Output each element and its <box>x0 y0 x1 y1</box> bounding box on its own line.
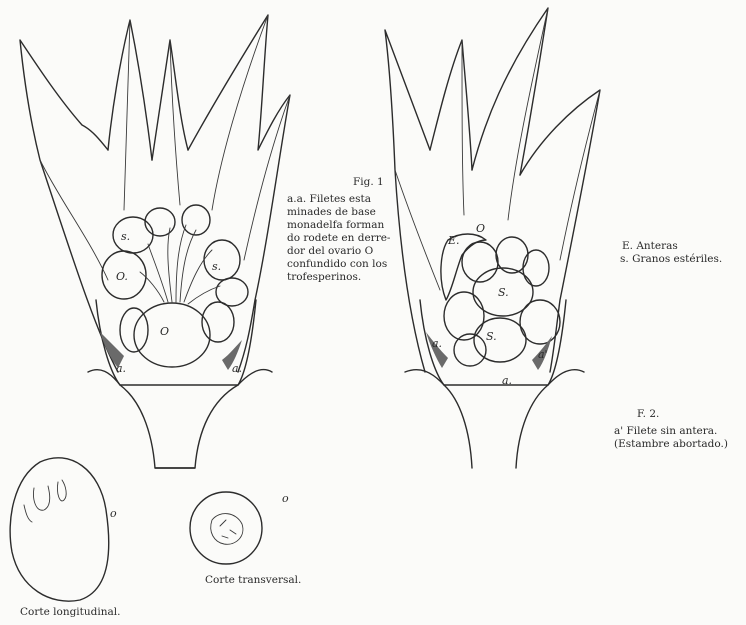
fig2-label-s1: S. <box>498 286 509 299</box>
fig1-sepal-right <box>188 15 290 372</box>
fig2-label-e: E. <box>447 234 460 247</box>
fig2-sepal-right <box>520 90 600 372</box>
fig2-grain-7 <box>520 300 560 344</box>
fig2-caption-line-2: (Estambre abortado.) <box>614 438 728 451</box>
fig1-vein-5 <box>170 40 180 205</box>
fig1-grain-5 <box>204 240 240 280</box>
fig2-legend-line-2: s. Granos estériles. <box>620 253 722 266</box>
fig2-caption: a' Filete sin antera. (Estambre abortado… <box>614 425 728 451</box>
fig2-pedicel <box>444 385 548 468</box>
fig2-grain-3 <box>523 250 549 286</box>
fig1-caption-line-4: do rodete en derre- <box>287 232 405 245</box>
fig2-label-s2: S. <box>486 330 497 343</box>
fig1-grain-2 <box>145 208 175 236</box>
fig1-vein-2 <box>124 20 130 210</box>
fig1-ovary <box>134 303 210 367</box>
fig2-caption-line-1: a' Filete sin antera. <box>614 425 728 438</box>
figure2-drawing: E. O S. S. a. a. a' <box>385 8 600 468</box>
fig2-legend: E. Anteras s. Granos estériles. <box>620 240 722 266</box>
fig1-caption-line-7: trofesperinos. <box>287 271 405 284</box>
figure1-drawing: s. s. O. O a. a. <box>20 15 290 468</box>
longitudinal-mark-1 <box>33 486 49 510</box>
fig1-caption: a.a. Filetes esta minades de base monade… <box>287 193 405 284</box>
transversal-inner <box>211 514 243 545</box>
fig1-label-o2: O <box>160 325 169 338</box>
fig2-cup-rim <box>405 370 584 385</box>
fig1-pedicel <box>120 385 238 468</box>
fig1-filaments <box>140 225 220 304</box>
fig1-caption-line-5: dor del ovario O <box>287 245 405 258</box>
fig2-label-a1: a. <box>432 337 442 350</box>
fig2-grain-5 <box>444 292 484 340</box>
fig1-grain-1 <box>113 217 153 253</box>
fig1-vein-3 <box>212 15 268 210</box>
fig1-label-o: O. <box>116 270 128 283</box>
fig2-legend-line-1: E. Anteras <box>620 240 722 253</box>
longitudinal-label: Corte longitudinal. <box>20 606 120 619</box>
fig1-sepal-left <box>20 40 118 372</box>
transversal-o-mark: o <box>282 492 289 505</box>
longitudinal-outline <box>10 458 109 601</box>
fig1-caption-line-3: monadelfa forman <box>287 219 405 232</box>
fig2-sepal-mid-left <box>430 40 472 170</box>
fig1-caption-line-6: confundido con los <box>287 258 405 271</box>
fig2-title: F. 2. <box>637 408 659 421</box>
fig2-label-o: O <box>476 222 485 235</box>
fig1-label-a2: a. <box>232 362 242 375</box>
longitudinal-o-mark: o <box>110 507 117 520</box>
fig2-label-a2: a. <box>502 374 512 387</box>
fig1-caption-line-1: a.a. Filetes esta <box>287 193 405 206</box>
fig2-vein-4 <box>560 90 600 260</box>
fig1-sepal-center <box>152 40 188 160</box>
transversal-outline <box>190 492 262 564</box>
longitudinal-section: o <box>10 458 117 601</box>
fig1-label-s1: s. <box>121 230 130 243</box>
fig1-label-s2: s. <box>212 260 221 273</box>
fig1-label-a1: a. <box>116 362 126 375</box>
longitudinal-mark-3 <box>24 505 32 522</box>
transversal-marks <box>220 520 236 538</box>
transversal-section: o <box>190 492 289 564</box>
fig2-label-a3: a' <box>538 348 548 361</box>
fig1-sepal-left-inner <box>108 20 152 160</box>
longitudinal-mark-2 <box>57 480 66 501</box>
transversal-label: Corte transversal. <box>205 574 301 587</box>
fig1-title: Fig. 1 <box>353 176 384 189</box>
fig1-caption-line-2: minades de base <box>287 206 405 219</box>
